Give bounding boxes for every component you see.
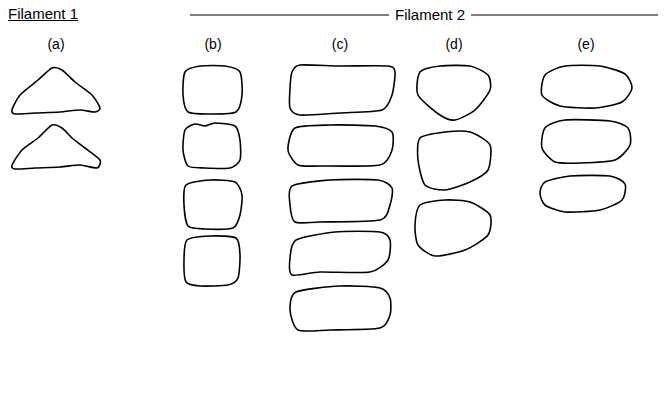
cross-section (417, 65, 491, 120)
cross-section (415, 200, 491, 256)
panel-letter: (d) (445, 37, 462, 52)
cross-section (183, 123, 241, 168)
cross-section (12, 68, 100, 114)
panel-letter: (c) (332, 37, 348, 52)
cross-section (184, 236, 240, 286)
cross-section (184, 180, 242, 229)
cross-section (183, 65, 242, 114)
panel-letter: (b) (204, 37, 221, 52)
cross-section (12, 125, 101, 169)
group-heading: Filament 1 (8, 6, 78, 23)
cross-section (289, 179, 392, 223)
group-heading: Filament 2 (389, 7, 471, 24)
cross-section (418, 131, 491, 190)
cross-section (290, 286, 391, 331)
cross-section (289, 231, 390, 275)
cross-section (289, 65, 395, 115)
cross-section (542, 120, 631, 164)
cross-section (541, 65, 632, 108)
cross-section (288, 125, 393, 166)
cross-section (540, 175, 626, 212)
panel-letter: (a) (47, 37, 64, 52)
panel-letter: (e) (577, 37, 594, 52)
